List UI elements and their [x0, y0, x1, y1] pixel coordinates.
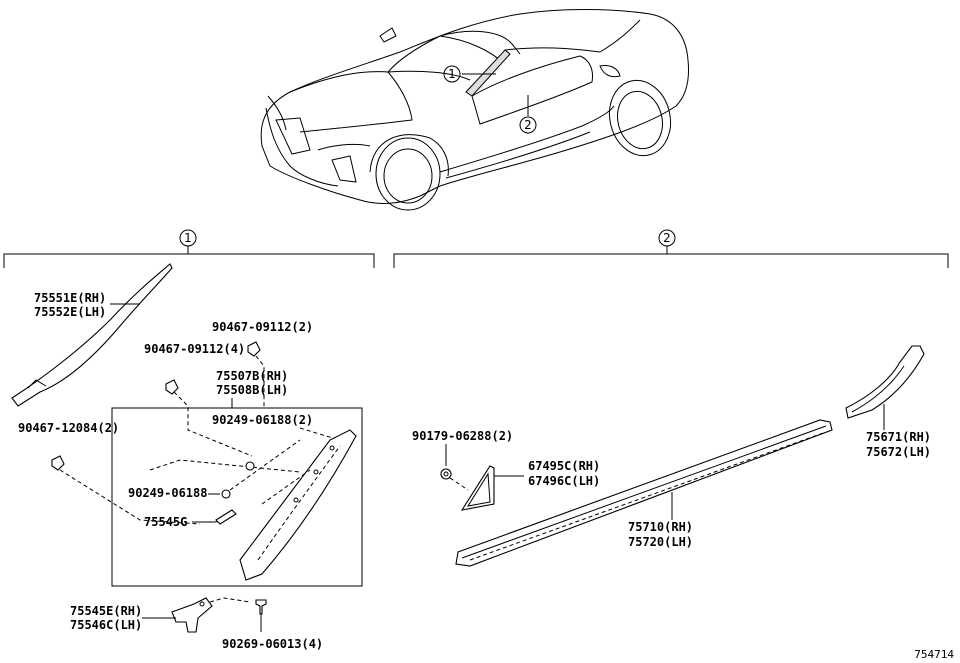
bracket-part — [171, 597, 213, 633]
part-label-67496C: 67496C(LH) — [528, 474, 600, 488]
part-label-90269: 90269-06013(4) — [222, 637, 323, 651]
clip-icon — [247, 341, 261, 357]
part-label-90179: 90179-06288(2) — [412, 429, 513, 443]
car-callout-1: 1 — [443, 65, 496, 83]
clip-icon — [51, 455, 65, 471]
callout-circle — [519, 116, 537, 134]
part-label-75720: 75720(LH) — [628, 535, 693, 549]
part-label-75546C: 75546C(LH) — [70, 618, 142, 632]
part-label-75671: 75671(RH) — [866, 430, 931, 444]
nut-icon — [440, 468, 452, 480]
car-callout-2: 2 — [519, 95, 537, 134]
clip-part — [215, 509, 237, 525]
group-marker: 2 — [663, 231, 671, 245]
pillar-garnish-inner — [239, 429, 357, 581]
callout-circle — [443, 65, 461, 83]
part-label-75508B: 75508B(LH) — [216, 383, 288, 397]
part-label-75710: 75710(RH) — [628, 520, 693, 534]
car-illustration — [260, 9, 689, 211]
rivet-icon — [255, 599, 267, 615]
callout-number: 2 — [524, 118, 532, 132]
screw-icon — [245, 461, 255, 471]
part-label-75545E: 75545E(RH) — [70, 604, 142, 618]
part-label-90467-09112-4: 90467-09112(4) — [144, 342, 245, 356]
pillar-garnish-outer — [11, 263, 173, 407]
belt-molding — [845, 345, 925, 419]
part-label-90467-09112-2: 90467-09112(2) — [212, 320, 313, 334]
figure-reference: 754714 — [914, 648, 954, 661]
group-bracket-1: 1 — [3, 229, 375, 268]
callout-number: 1 — [448, 67, 456, 81]
screw-icon — [221, 489, 231, 499]
part-label-75551E: 75551E(RH) — [34, 291, 106, 305]
part-label-90467-12084: 90467-12084(2) — [18, 421, 119, 435]
rocker-molding — [455, 419, 833, 567]
part-label-90249-06188: 90249-06188 — [128, 486, 207, 500]
part-label-90249-06188-2: 90249-06188(2) — [212, 413, 313, 427]
group-marker-circle — [658, 229, 676, 247]
part-label-75672: 75672(LH) — [866, 445, 931, 459]
part-label-75552E: 75552E(LH) — [34, 305, 106, 319]
part-label-75507B: 75507B(RH) — [216, 369, 288, 383]
inset-box — [111, 407, 363, 587]
group-bracket-2: 2 — [393, 229, 949, 268]
triangle-cover — [460, 465, 495, 511]
part-label-67495C: 67495C(RH) — [528, 459, 600, 473]
group-marker-circle — [179, 229, 197, 247]
group-marker: 1 — [184, 231, 192, 245]
clip-icon — [165, 379, 179, 395]
